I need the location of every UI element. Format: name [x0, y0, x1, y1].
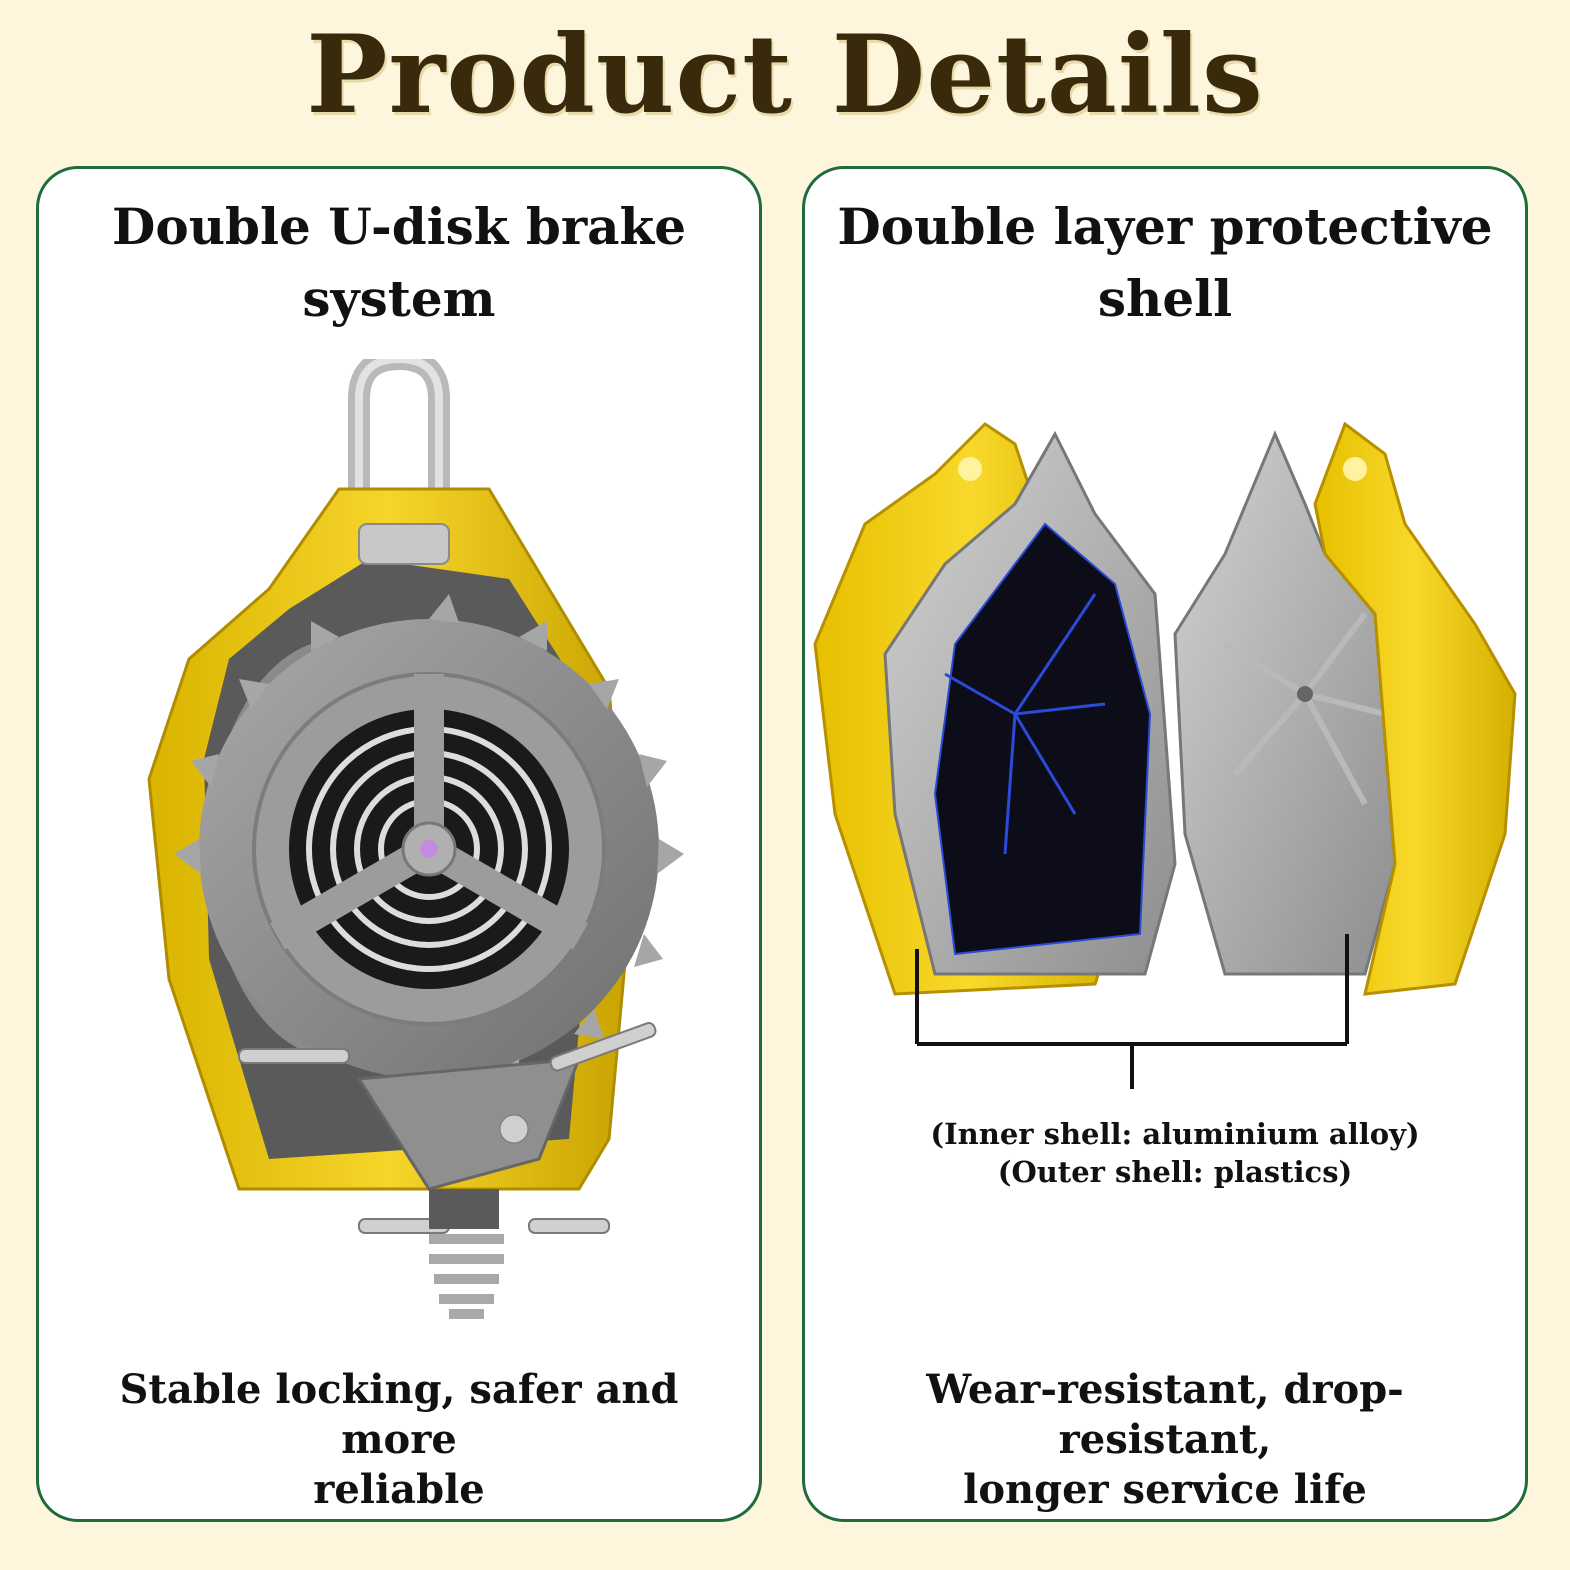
- shell-card-title: Double layer protective shell: [835, 191, 1495, 335]
- inner-shell-left: [883, 430, 1177, 976]
- shell-card-title-line2: shell: [1097, 269, 1233, 328]
- outer-shell-note: (Outer shell: plastics): [997, 1155, 1353, 1189]
- brake-system-card: Double U-disk brake system: [36, 166, 762, 1522]
- brake-card-caption: Stable locking, safer and more reliable: [59, 1365, 739, 1515]
- shell-bracket: [915, 934, 1349, 1089]
- page-title: Product Details: [306, 12, 1264, 138]
- shell-card-caption: Wear-resistant, drop-resistant, longer s…: [825, 1365, 1505, 1515]
- shackle-icon: [348, 359, 450, 519]
- brake-card-title: Double U-disk brake system: [69, 191, 729, 335]
- bottom-spring-icon: [429, 1189, 504, 1319]
- brake-pawl: [356, 1057, 582, 1191]
- ratchet-gear: [174, 594, 684, 1089]
- outer-shell-right: [1313, 421, 1517, 996]
- brake-system-illustration: [147, 359, 684, 1319]
- shell-card-title-line1: Double layer protective: [837, 197, 1493, 256]
- brake-card-caption-line1: Stable locking, safer and more: [119, 1366, 679, 1463]
- brake-card-caption-line2: reliable: [313, 1466, 485, 1513]
- shell-card-caption-line1: Wear-resistant, drop-resistant,: [926, 1366, 1404, 1463]
- shell-halves-illustration: [813, 421, 1517, 996]
- shell-material-note: (Inner shell: aluminium alloy) (Outer sh…: [865, 1115, 1485, 1191]
- inner-shell-note: (Inner shell: aluminium alloy): [930, 1117, 1420, 1151]
- brake-card-title-line2: system: [302, 269, 496, 328]
- brake-card-title-line1: Double U-disk brake: [111, 197, 687, 256]
- shell-card-caption-line2: longer service life: [963, 1466, 1367, 1513]
- inner-shell-right: [1173, 430, 1397, 976]
- protective-shell-card: Double layer protective shell: [802, 166, 1528, 1522]
